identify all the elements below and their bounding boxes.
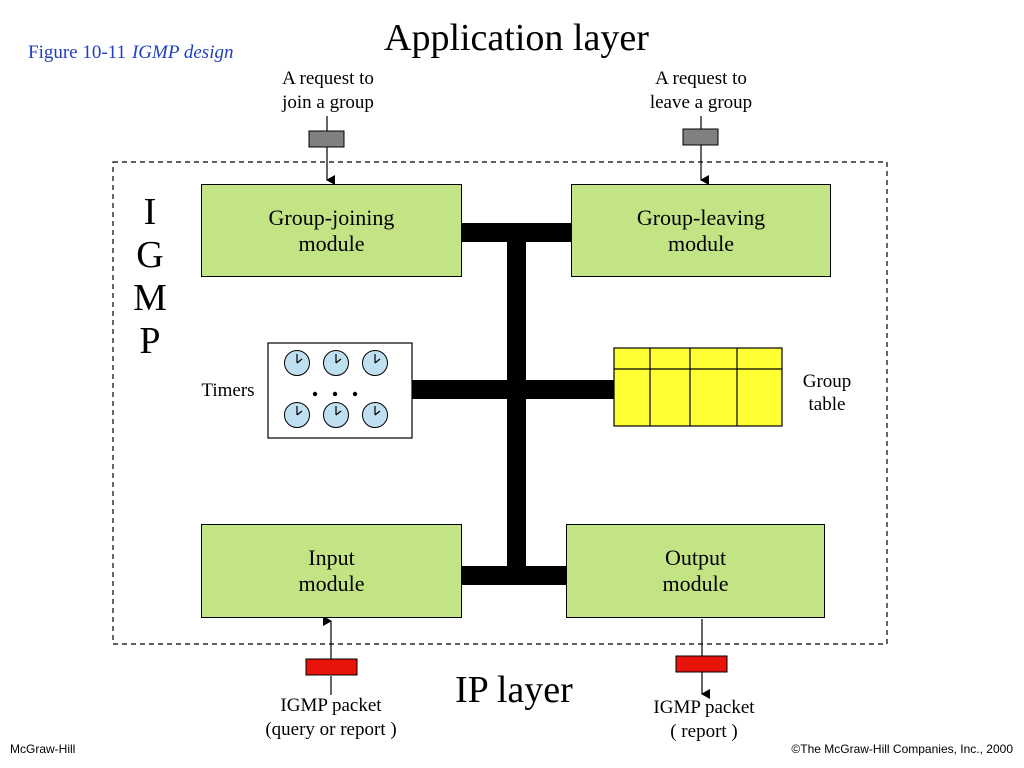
join-request-connector — [308, 116, 345, 185]
group-table-label: Group table — [802, 371, 852, 415]
footer-copyright: ©The McGraw-Hill Companies, Inc., 2000 — [791, 742, 1013, 756]
outgoing-packet-box — [675, 655, 728, 673]
group-table-grid — [613, 347, 783, 427]
clock-icon — [284, 402, 310, 428]
footer-publisher: McGraw-Hill — [10, 742, 76, 756]
clock-icon — [323, 350, 349, 376]
bus-bottom — [462, 566, 566, 585]
ip-layer-label: IP layer — [455, 669, 573, 711]
timers-panel — [267, 342, 413, 439]
outgoing-packet-connector — [675, 619, 728, 699]
input-module: Input module — [201, 524, 462, 618]
figure-number: Figure 10-11 — [28, 42, 126, 63]
incoming-packet-connector — [305, 616, 358, 695]
outgoing-packet-label: IGMP packet ( report ) — [653, 697, 755, 742]
timers-label: Timers — [201, 380, 255, 401]
group-joining-module: Group-joining module — [201, 184, 462, 277]
leave-request-box — [682, 128, 719, 146]
leave-request-connector — [682, 116, 719, 185]
group-leaving-module: Group-leaving module — [571, 184, 831, 277]
incoming-packet-box — [305, 658, 358, 676]
bus-top — [462, 223, 571, 242]
igmp-letter-p: P — [139, 320, 161, 362]
timer-clocks — [284, 350, 388, 428]
figure-title: IGMP design — [131, 42, 234, 63]
timers-ellipsis — [312, 391, 358, 397]
join-request-box — [308, 130, 345, 148]
igmp-letter-i: I — [143, 191, 157, 233]
clock-icon — [323, 402, 349, 428]
clock-icon — [284, 350, 310, 376]
igmp-letter-m: M — [133, 277, 167, 319]
output-module: Output module — [566, 524, 825, 618]
leave-request-label: A request to leave a group — [649, 68, 753, 113]
clock-icon — [362, 350, 388, 376]
join-request-label: A request to join a group — [282, 68, 374, 113]
igmp-boundary — [112, 161, 888, 645]
igmp-letter-g: G — [136, 234, 164, 276]
bus-vertical — [507, 223, 526, 585]
application-layer-label: Application layer — [384, 17, 649, 59]
internal-bus — [412, 223, 614, 585]
clock-icon — [362, 402, 388, 428]
incoming-packet-label: IGMP packet (query or report ) — [265, 695, 397, 740]
bus-middle — [412, 380, 614, 399]
